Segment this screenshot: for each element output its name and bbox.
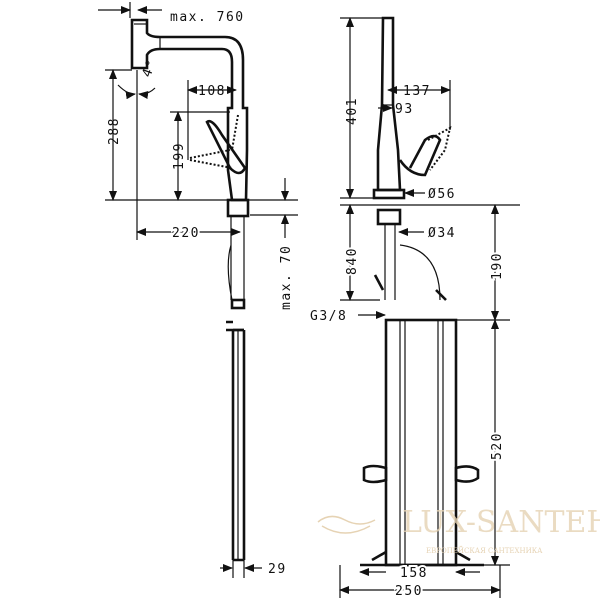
- label-137: 137: [403, 84, 431, 99]
- side-view-faucet: [360, 16, 484, 567]
- bathtub-logo-icon: [317, 515, 376, 534]
- watermark-tagline: ЕВРОПЕЙСКАЯ САНТЕХНИКА: [426, 546, 543, 555]
- label-250: 250: [395, 584, 423, 599]
- label-diameter-34: Ø34: [428, 226, 456, 241]
- label-520: 520: [490, 432, 505, 460]
- label-angle: 4°: [140, 57, 160, 80]
- front-view-dimensions: max. 760 4° 288 108 199 220 max. 70 29: [98, 2, 298, 578]
- label-max-70: max. 70: [279, 245, 294, 310]
- label-220: 220: [172, 226, 200, 241]
- label-g3-8: G3/8: [310, 309, 347, 324]
- watermark-brand: LUX-SANTEH: [402, 505, 600, 540]
- label-158: 158: [400, 566, 428, 581]
- label-93: 93: [395, 102, 414, 117]
- side-view-dimensions: 401 137 93 Ø56 Ø34 840 G3/8 190 520 158 …: [310, 17, 520, 600]
- label-401: 401: [345, 97, 360, 125]
- label-diameter-56: Ø56: [428, 187, 456, 202]
- label-840: 840: [345, 247, 360, 275]
- label-108: 108: [198, 84, 226, 99]
- label-29: 29: [268, 562, 287, 577]
- front-view-faucet: [130, 18, 250, 562]
- label-max-760: max. 760: [170, 10, 245, 25]
- label-190: 190: [490, 252, 505, 280]
- label-199: 199: [172, 142, 187, 170]
- watermark: LUX-SANTEH ЕВРОПЕЙСКАЯ САНТЕХНИКА: [317, 505, 600, 555]
- label-288: 288: [107, 117, 122, 145]
